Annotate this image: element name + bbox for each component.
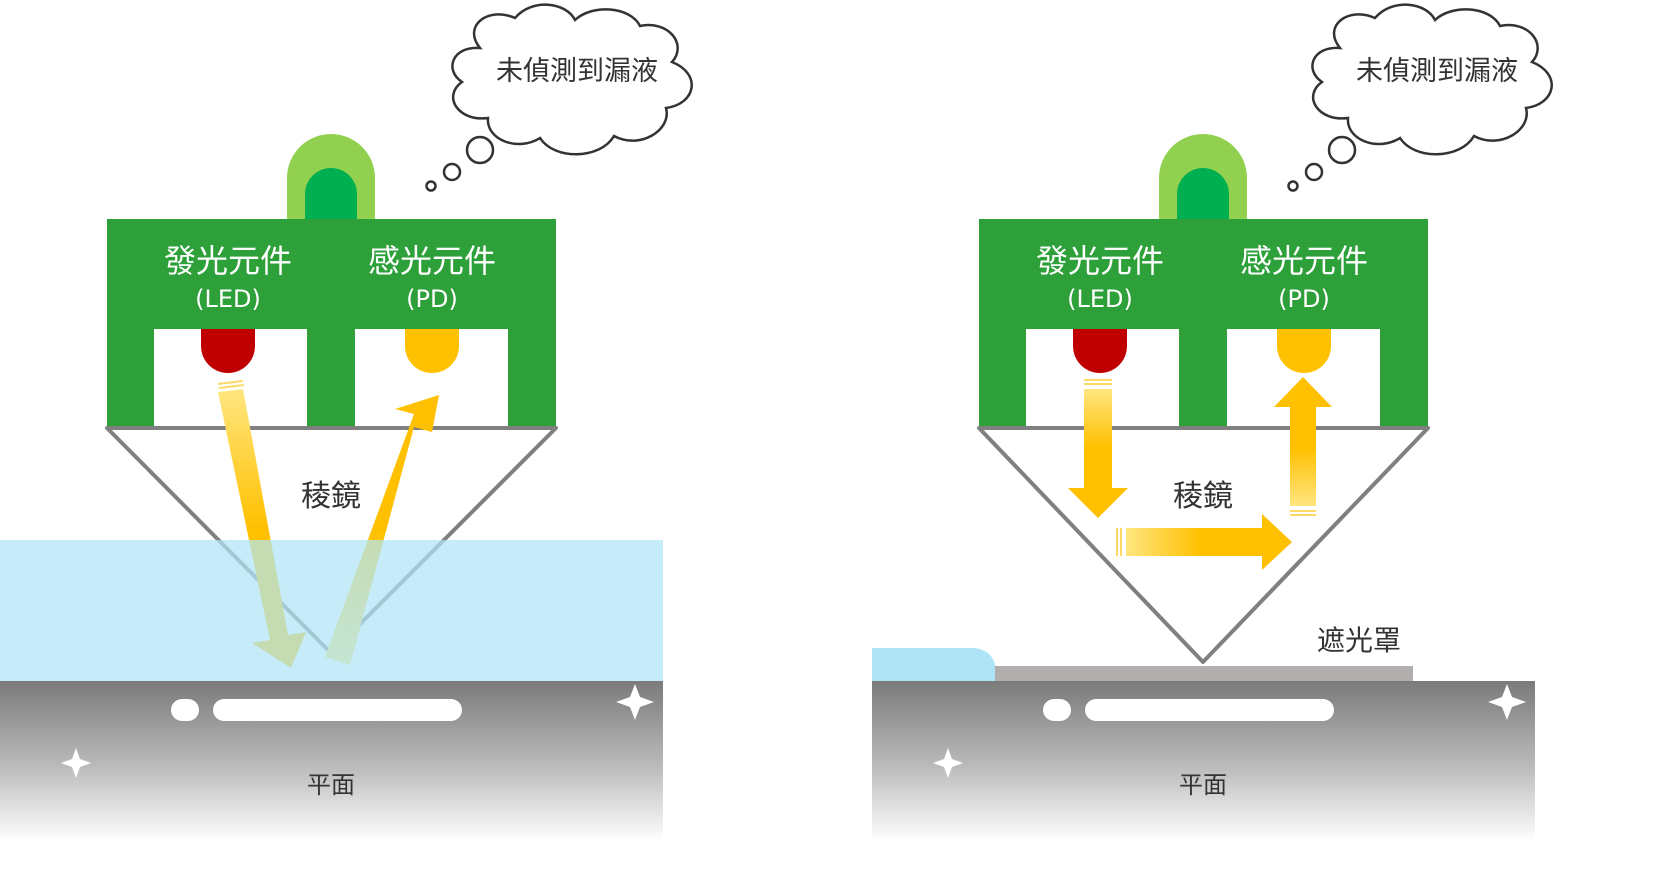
emitter-label: 發光元件	[1036, 242, 1164, 280]
surface-label: 平面	[307, 771, 355, 799]
panel-left: 平面 發光元件 (LED) 感光元件 (PD) 稜鏡	[0, 3, 693, 841]
led-emitter	[201, 329, 255, 373]
sensor-label: 感光元件	[1240, 242, 1368, 280]
surface: 平面	[872, 681, 1535, 841]
thought-bubble-small	[425, 180, 437, 192]
incident-light-arrow	[1068, 389, 1128, 518]
thought-bubble-medium	[442, 162, 462, 182]
surface-highlight-bar	[1085, 699, 1334, 721]
photodiode-sensor	[405, 329, 459, 373]
light-path	[1068, 377, 1332, 570]
sparkle-icon	[1488, 684, 1526, 720]
sparkle-icon	[61, 748, 91, 778]
sensor-board: 發光元件 (LED) 感光元件 (PD)	[107, 219, 556, 428]
thought-cloud: 未偵測到漏液	[425, 3, 693, 192]
sparkle-icon	[933, 748, 963, 778]
cloud-text: 未偵測到漏液	[496, 56, 658, 87]
sensor-label: 感光元件	[368, 242, 496, 280]
prism-label: 稜鏡	[1173, 479, 1233, 514]
internal-reflection-arrow	[1126, 514, 1292, 570]
panel-right: 平面 遮光罩 發光元件 (LED) 感光元件 (PD) 稜鏡	[872, 3, 1553, 841]
indicator-lamp	[287, 134, 375, 222]
prism-label: 稜鏡	[301, 479, 361, 514]
photodiode-sensor	[1277, 329, 1331, 373]
indicator-lamp	[1159, 134, 1247, 222]
sensor-sublabel: (PD)	[406, 285, 458, 313]
surface: 平面	[0, 681, 663, 841]
surface-highlight-dot	[171, 699, 199, 721]
emitter-sublabel: (LED)	[195, 285, 261, 313]
surface-highlight-dot	[1043, 699, 1071, 721]
diagram-canvas: 平面 發光元件 (LED) 感光元件 (PD) 稜鏡	[0, 3, 1553, 841]
thought-bubble-large	[1327, 135, 1357, 165]
sensor-board: 發光元件 (LED) 感光元件 (PD)	[979, 219, 1428, 428]
incident-light-arrow	[218, 389, 306, 668]
thought-cloud: 未偵測到漏液	[1287, 3, 1553, 192]
surface-highlight-bar	[213, 699, 462, 721]
shield-label: 遮光罩	[1317, 624, 1401, 657]
thought-bubble-medium	[1304, 162, 1324, 182]
light-shield	[995, 666, 1413, 681]
thought-bubble-large	[465, 135, 495, 165]
sparkle-icon	[616, 684, 654, 720]
emitter-label: 發光元件	[164, 242, 292, 280]
liquid-layer	[0, 540, 663, 681]
thought-bubble-small	[1287, 180, 1299, 192]
liquid-puddle	[872, 648, 996, 681]
reflected-light-arrow	[1274, 377, 1332, 506]
sensor-sublabel: (PD)	[1278, 285, 1330, 313]
surface-label: 平面	[1179, 771, 1227, 799]
emitter-sublabel: (LED)	[1067, 285, 1133, 313]
cloud-text: 未偵測到漏液	[1356, 56, 1518, 87]
led-emitter	[1073, 329, 1127, 373]
